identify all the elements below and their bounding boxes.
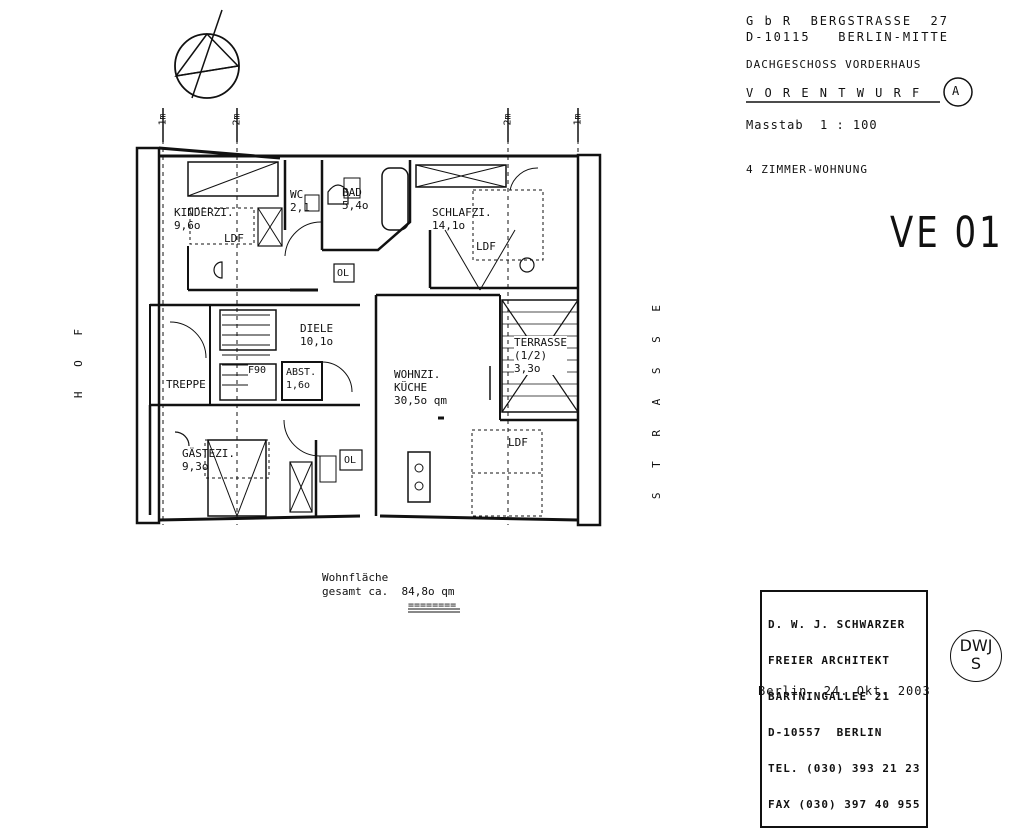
label-f90: F90 [248,365,267,376]
stamp-line: FAX (030) 397 40 955 [768,798,921,811]
room-schlafzimmer: SCHLAFZI. 14,1o [432,206,492,232]
area-underline: ======== [408,600,457,611]
seal-bottom: S [970,654,982,673]
plan-date: Berlin 24. Okt. 2003 [758,684,931,698]
label-ol-bottom: OL [344,455,357,466]
stamp-line: FREIER ARCHITEKT [768,654,890,667]
room-abstellraum: ABST. 1,6o [286,367,317,391]
title-line-2: D-10115 BERLIN-MITTE [746,30,949,44]
floor-plan-drawing [135,9,973,613]
dimension-mark: 2m [231,113,243,126]
room-diele: DIELE 10,1o [300,322,334,348]
stamp-line: D-10557 BERLIN [768,726,883,739]
courtyard-label: H O F [72,320,85,399]
seal-top: DWJ [959,636,993,655]
room-gaestezimmer: GÄSTEZI. 9,3o [182,447,235,473]
room-bad: BAD 5,4o [342,186,369,212]
title-line-1: G b R BERGSTRASSE 27 [746,14,949,28]
room-wohnzimmer-kueche: WOHNZI. KÜCHE 30,5o qm [394,368,447,407]
room-wc: WC 2,1 [290,188,310,214]
dimension-mark: 1m [572,113,584,126]
architect-seal: DWJ S [950,630,1002,682]
area-total: gesamt ca. 84,8o qm [322,585,455,598]
stamp-line: D. W. J. SCHWARZER [768,618,906,631]
street-label: S T R A S S E [650,296,663,500]
phase-label: V O R E N T W U R F [746,86,922,100]
architect-stamp: D. W. J. SCHWARZER FREIER ARCHITEKT BART… [760,590,929,828]
dimension-mark: 1m [157,113,169,126]
room-terrasse: TERRASSE (1/2) 3,3o [514,336,567,375]
stamp-line: TEL. (030) 393 21 23 [768,762,921,775]
phase-mark: A [952,84,960,98]
dimension-mark: 2m [502,113,514,126]
label-ldf-kinder: LDF [224,232,244,245]
label-ldf-schlaf: LDF [476,240,496,253]
scale-label: Masstab 1 : 100 [746,118,878,132]
label-ol-top: OL [337,268,350,279]
stamp-line: BARTNINGALLEE 21 [768,690,890,703]
north-arrow-icon [174,9,240,99]
label-ldf-wohn: LDF [508,436,528,449]
area-label: Wohnfläche [322,571,389,584]
unit-type: 4 ZIMMER-WOHNUNG [746,163,868,176]
plan-code: VE 01 [890,208,1004,258]
room-treppe: TREPPE [166,378,206,391]
floor-label: DACHGESCHOSS VORDERHAUS [746,58,922,71]
room-kinderzimmer: KINDERZI. 9,6o [174,206,234,232]
